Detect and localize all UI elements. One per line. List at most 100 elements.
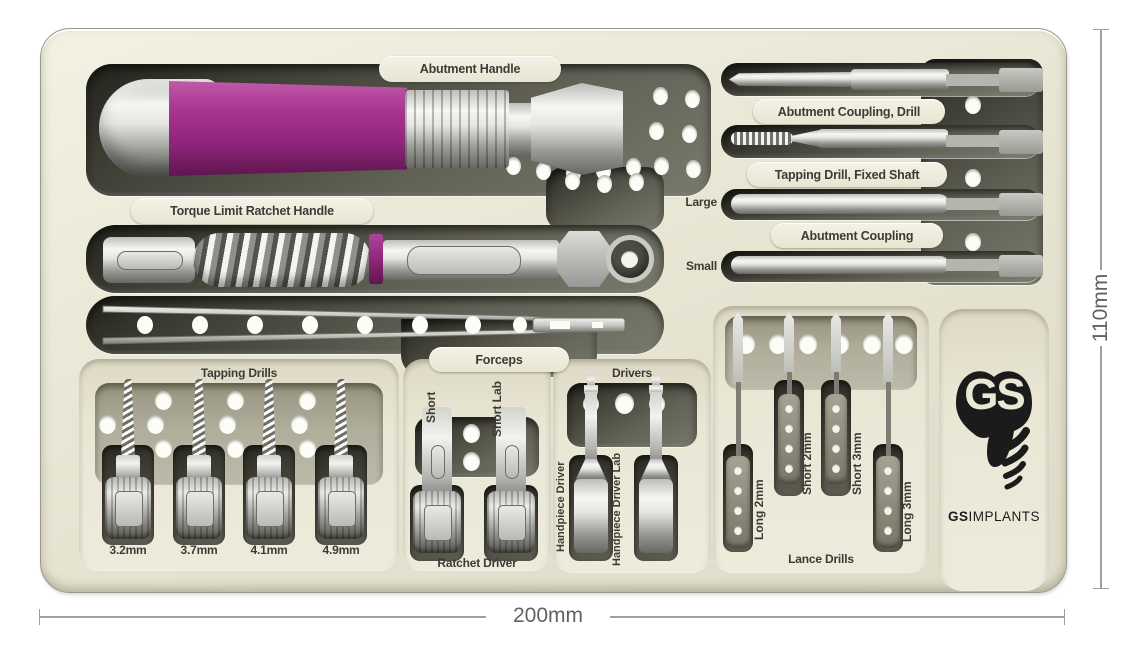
driver-base-band [424, 505, 452, 541]
tray-hole [965, 169, 981, 187]
tray-hole [965, 233, 981, 251]
tray-hole [654, 157, 669, 175]
drill-base-band [328, 491, 356, 527]
tray-hole [769, 334, 787, 354]
tray-hole [219, 415, 236, 434]
handpiece-driver-body [574, 479, 608, 553]
handpiece-driver-shaft [650, 392, 662, 462]
forceps-label: Forceps [429, 347, 569, 372]
tray-hole [227, 439, 244, 458]
label-text: Abutment Coupling [800, 228, 914, 243]
tray-hole [629, 173, 644, 191]
handpiece-driver-tip [587, 375, 595, 387]
brand-rest: IMPLANTS [968, 509, 1041, 524]
drill-base-band [256, 491, 284, 527]
tapping-drill-thread [731, 132, 793, 145]
lance-blade [831, 312, 841, 374]
tray-hole [147, 415, 164, 434]
tapping-drill-tip [334, 379, 348, 457]
coupling-large-shaft [731, 194, 949, 214]
tray-hole [626, 158, 641, 176]
handpiece-driver-collar [584, 385, 598, 394]
lance-variant-label: Long 3mm [900, 481, 914, 543]
width-dimension-label: 200mm [486, 604, 610, 628]
drill-base-band [115, 491, 143, 527]
tray-hole [536, 162, 551, 180]
lance-blade [784, 312, 794, 374]
dimension-tick [1064, 609, 1065, 625]
tapping-drills-panel: Tapping Drills 3.2mm [79, 359, 399, 571]
tapping-drill-shaft [818, 129, 948, 148]
abutment-handle-knurled-shaft [405, 90, 509, 168]
drivers-title: Drivers [612, 366, 652, 380]
tray-hole [227, 391, 244, 410]
handpiece-driver-taper [575, 459, 607, 481]
ratchet-spring [193, 233, 371, 287]
lance-variant-label: Short 3mm [850, 432, 864, 496]
lance-drills-title: Lance Drills [788, 552, 854, 566]
lance-variant-label: Long 2mm [752, 479, 766, 541]
abutment-handle-label: Abutment Handle [379, 56, 561, 82]
handpiece-driver-body [639, 479, 673, 553]
coupling-drill-blade [729, 72, 853, 87]
tapping-drills-title: Tapping Drills [200, 366, 278, 380]
abutment-handle-cone-end [531, 83, 623, 175]
ratchet-end-slot [117, 251, 183, 270]
dimension-tick [1093, 588, 1109, 589]
instrument-shank-tab [999, 255, 1043, 277]
brand-wordmark: GSIMPLANTS [939, 509, 1049, 524]
lance-blade [733, 312, 743, 384]
tapping-drill-neck [329, 455, 353, 479]
tray-hole [653, 87, 668, 105]
lance-shaft [787, 372, 792, 398]
tray-hole [965, 96, 981, 114]
abutment-coupling-label: Abutment Coupling [771, 223, 943, 248]
instrument-shank [946, 135, 1002, 147]
tray-hole [291, 415, 308, 434]
implant-thread [1003, 461, 1026, 479]
tray-hole [597, 175, 612, 193]
tray-hole [895, 334, 913, 354]
handpiece-driver-shaft [585, 392, 597, 462]
ratchet-magenta-ring [369, 234, 383, 284]
tapping-drill-neck [116, 455, 140, 479]
label-text: Abutment Coupling, Drill [777, 104, 921, 119]
ratchet-driver-title: Ratchet Driver [437, 556, 517, 570]
tray-hole [506, 157, 521, 175]
lance-shaft [834, 372, 839, 398]
coupling-drill-shaft [851, 69, 949, 90]
shaft-slot [431, 445, 445, 479]
ratchet-body-plate [407, 246, 521, 275]
ratchet-driver-variant-label: Short [424, 391, 438, 423]
size-large-label: Large [685, 195, 717, 209]
drill-size-label: 4.1mm [250, 543, 288, 557]
implant-thread [1001, 444, 1029, 467]
size-small-label: Small [685, 259, 717, 273]
tapping-drill-tip [192, 379, 206, 457]
drivers-panel: Drivers Handpiece Driver Handpiece Drive… [553, 359, 711, 573]
kit-tray: Abutment Handle Torque Limit Ratchet Han… [40, 28, 1067, 593]
ratchet-ring-hole [621, 251, 638, 268]
tray-hole [685, 90, 700, 108]
tapping-drill-neck [187, 455, 211, 479]
gs-implants-logo: GS [956, 370, 1032, 490]
lance-blade [883, 312, 893, 384]
tapping-drill-tip [262, 379, 276, 457]
drill-size-label: 4.9mm [322, 543, 360, 557]
coupling-small-shaft [731, 256, 949, 274]
tapping-drill-fixed-shaft-label: Tapping Drill, Fixed Shaft [747, 162, 947, 187]
lance-shaft [886, 382, 891, 460]
tray-hole [565, 172, 580, 190]
label-text: Torque Limit Ratchet Handle [170, 204, 334, 218]
tapping-drill-tip [121, 379, 135, 457]
driver-base-band [498, 505, 526, 541]
drill-size-label: 3.7mm [180, 543, 218, 557]
lance-shaft [736, 382, 741, 460]
tray-hole [649, 122, 664, 140]
tray-hole [463, 452, 480, 471]
lance-handle [825, 394, 847, 484]
forceps-tool [102, 305, 626, 345]
instrument-shank-tab [999, 193, 1043, 216]
tray-hole [863, 334, 881, 354]
